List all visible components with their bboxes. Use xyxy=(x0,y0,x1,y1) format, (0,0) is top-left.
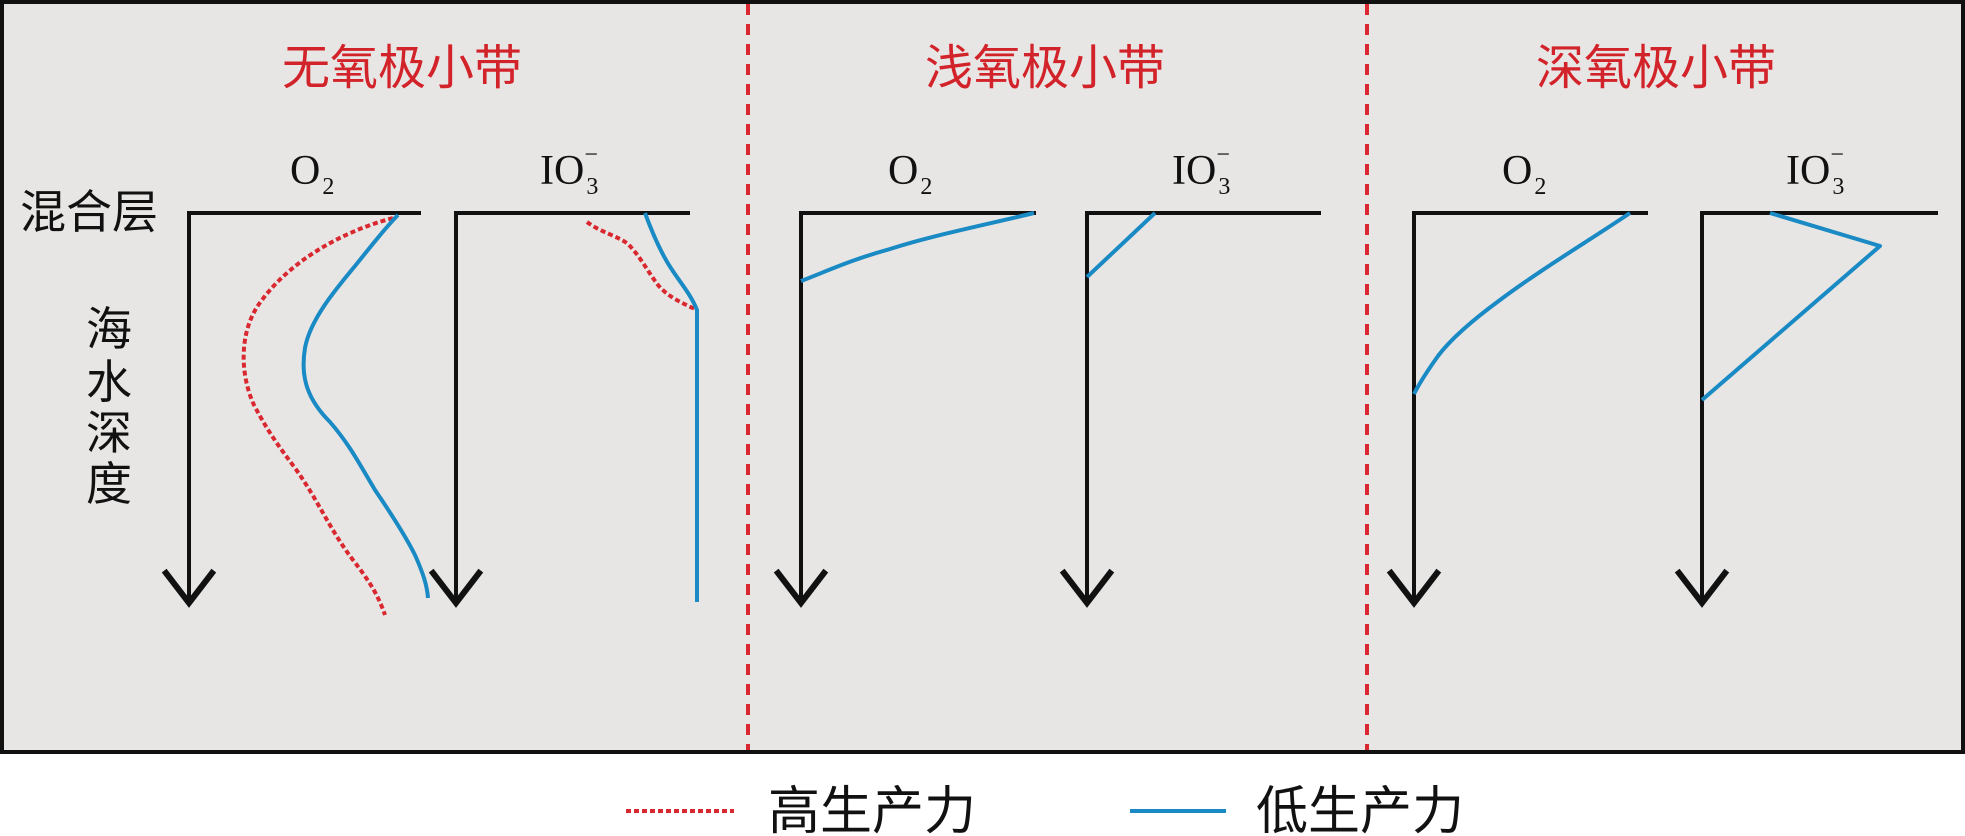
depth-label-char: 海 xyxy=(86,302,132,356)
profile-o2-shallow-low xyxy=(800,211,1035,283)
profile-o2-anoxic-high xyxy=(241,216,394,616)
profile-io3-anoxic-high xyxy=(585,220,698,312)
axes-io3-anoxic xyxy=(428,211,690,608)
label-main: O xyxy=(888,148,918,194)
label-main: IO xyxy=(540,148,584,194)
zone-title-shallow: 浅氧极小带 xyxy=(925,40,1165,96)
diagram-panel xyxy=(0,0,1965,754)
label-sub: 2 xyxy=(1534,174,1546,200)
axes-o2-shallow xyxy=(773,211,1036,608)
axes-io3-deep xyxy=(1674,211,1938,608)
legend-low-label: 低生产力 xyxy=(1256,782,1464,836)
label-io3-deep: IO3 − xyxy=(1786,142,1844,200)
profile-o2-deep-low xyxy=(1412,211,1632,395)
depth-label-char: 水 xyxy=(86,355,132,409)
label-o2-shallow: O2 xyxy=(888,148,932,200)
zone-title-deep: 深氧极小带 xyxy=(1536,40,1776,96)
profile-io3-deep-low xyxy=(1700,211,1882,402)
mixed-layer-label: 混合层 xyxy=(20,185,158,239)
label-sup: − xyxy=(1216,142,1230,168)
label-main: IO xyxy=(1786,148,1830,194)
label-sup: − xyxy=(584,142,598,168)
legend: 高生产力 低生产力 xyxy=(626,782,1464,836)
label-sub: 3 xyxy=(1218,174,1230,200)
label-o2-deep: O2 xyxy=(1502,148,1546,200)
axes-io3-shallow xyxy=(1059,211,1321,608)
label-o2-anoxic: O2 xyxy=(290,148,334,200)
label-main: O xyxy=(290,148,320,194)
profile-io3-shallow-low xyxy=(1085,211,1157,279)
depth-label-char: 深 xyxy=(86,406,132,460)
label-main: O xyxy=(1502,148,1532,194)
label-io3-anoxic: IO3 − xyxy=(540,142,598,200)
label-sub: 3 xyxy=(586,174,598,200)
axes-o2-anoxic xyxy=(161,211,421,608)
profile-o2-anoxic-low xyxy=(301,213,430,599)
axes-o2-deep xyxy=(1386,211,1648,608)
label-sub: 2 xyxy=(920,174,932,200)
label-sub: 2 xyxy=(322,174,334,200)
label-io3-shallow: IO3 − xyxy=(1172,142,1230,200)
zone-title-anoxic: 无氧极小带 xyxy=(282,40,522,96)
label-sup: − xyxy=(1830,142,1844,168)
label-sub: 3 xyxy=(1832,174,1844,200)
depth-label-char: 度 xyxy=(86,457,132,511)
label-main: IO xyxy=(1172,148,1216,194)
profile-io3-anoxic-low xyxy=(643,212,699,602)
legend-high-label: 高生产力 xyxy=(768,782,976,836)
